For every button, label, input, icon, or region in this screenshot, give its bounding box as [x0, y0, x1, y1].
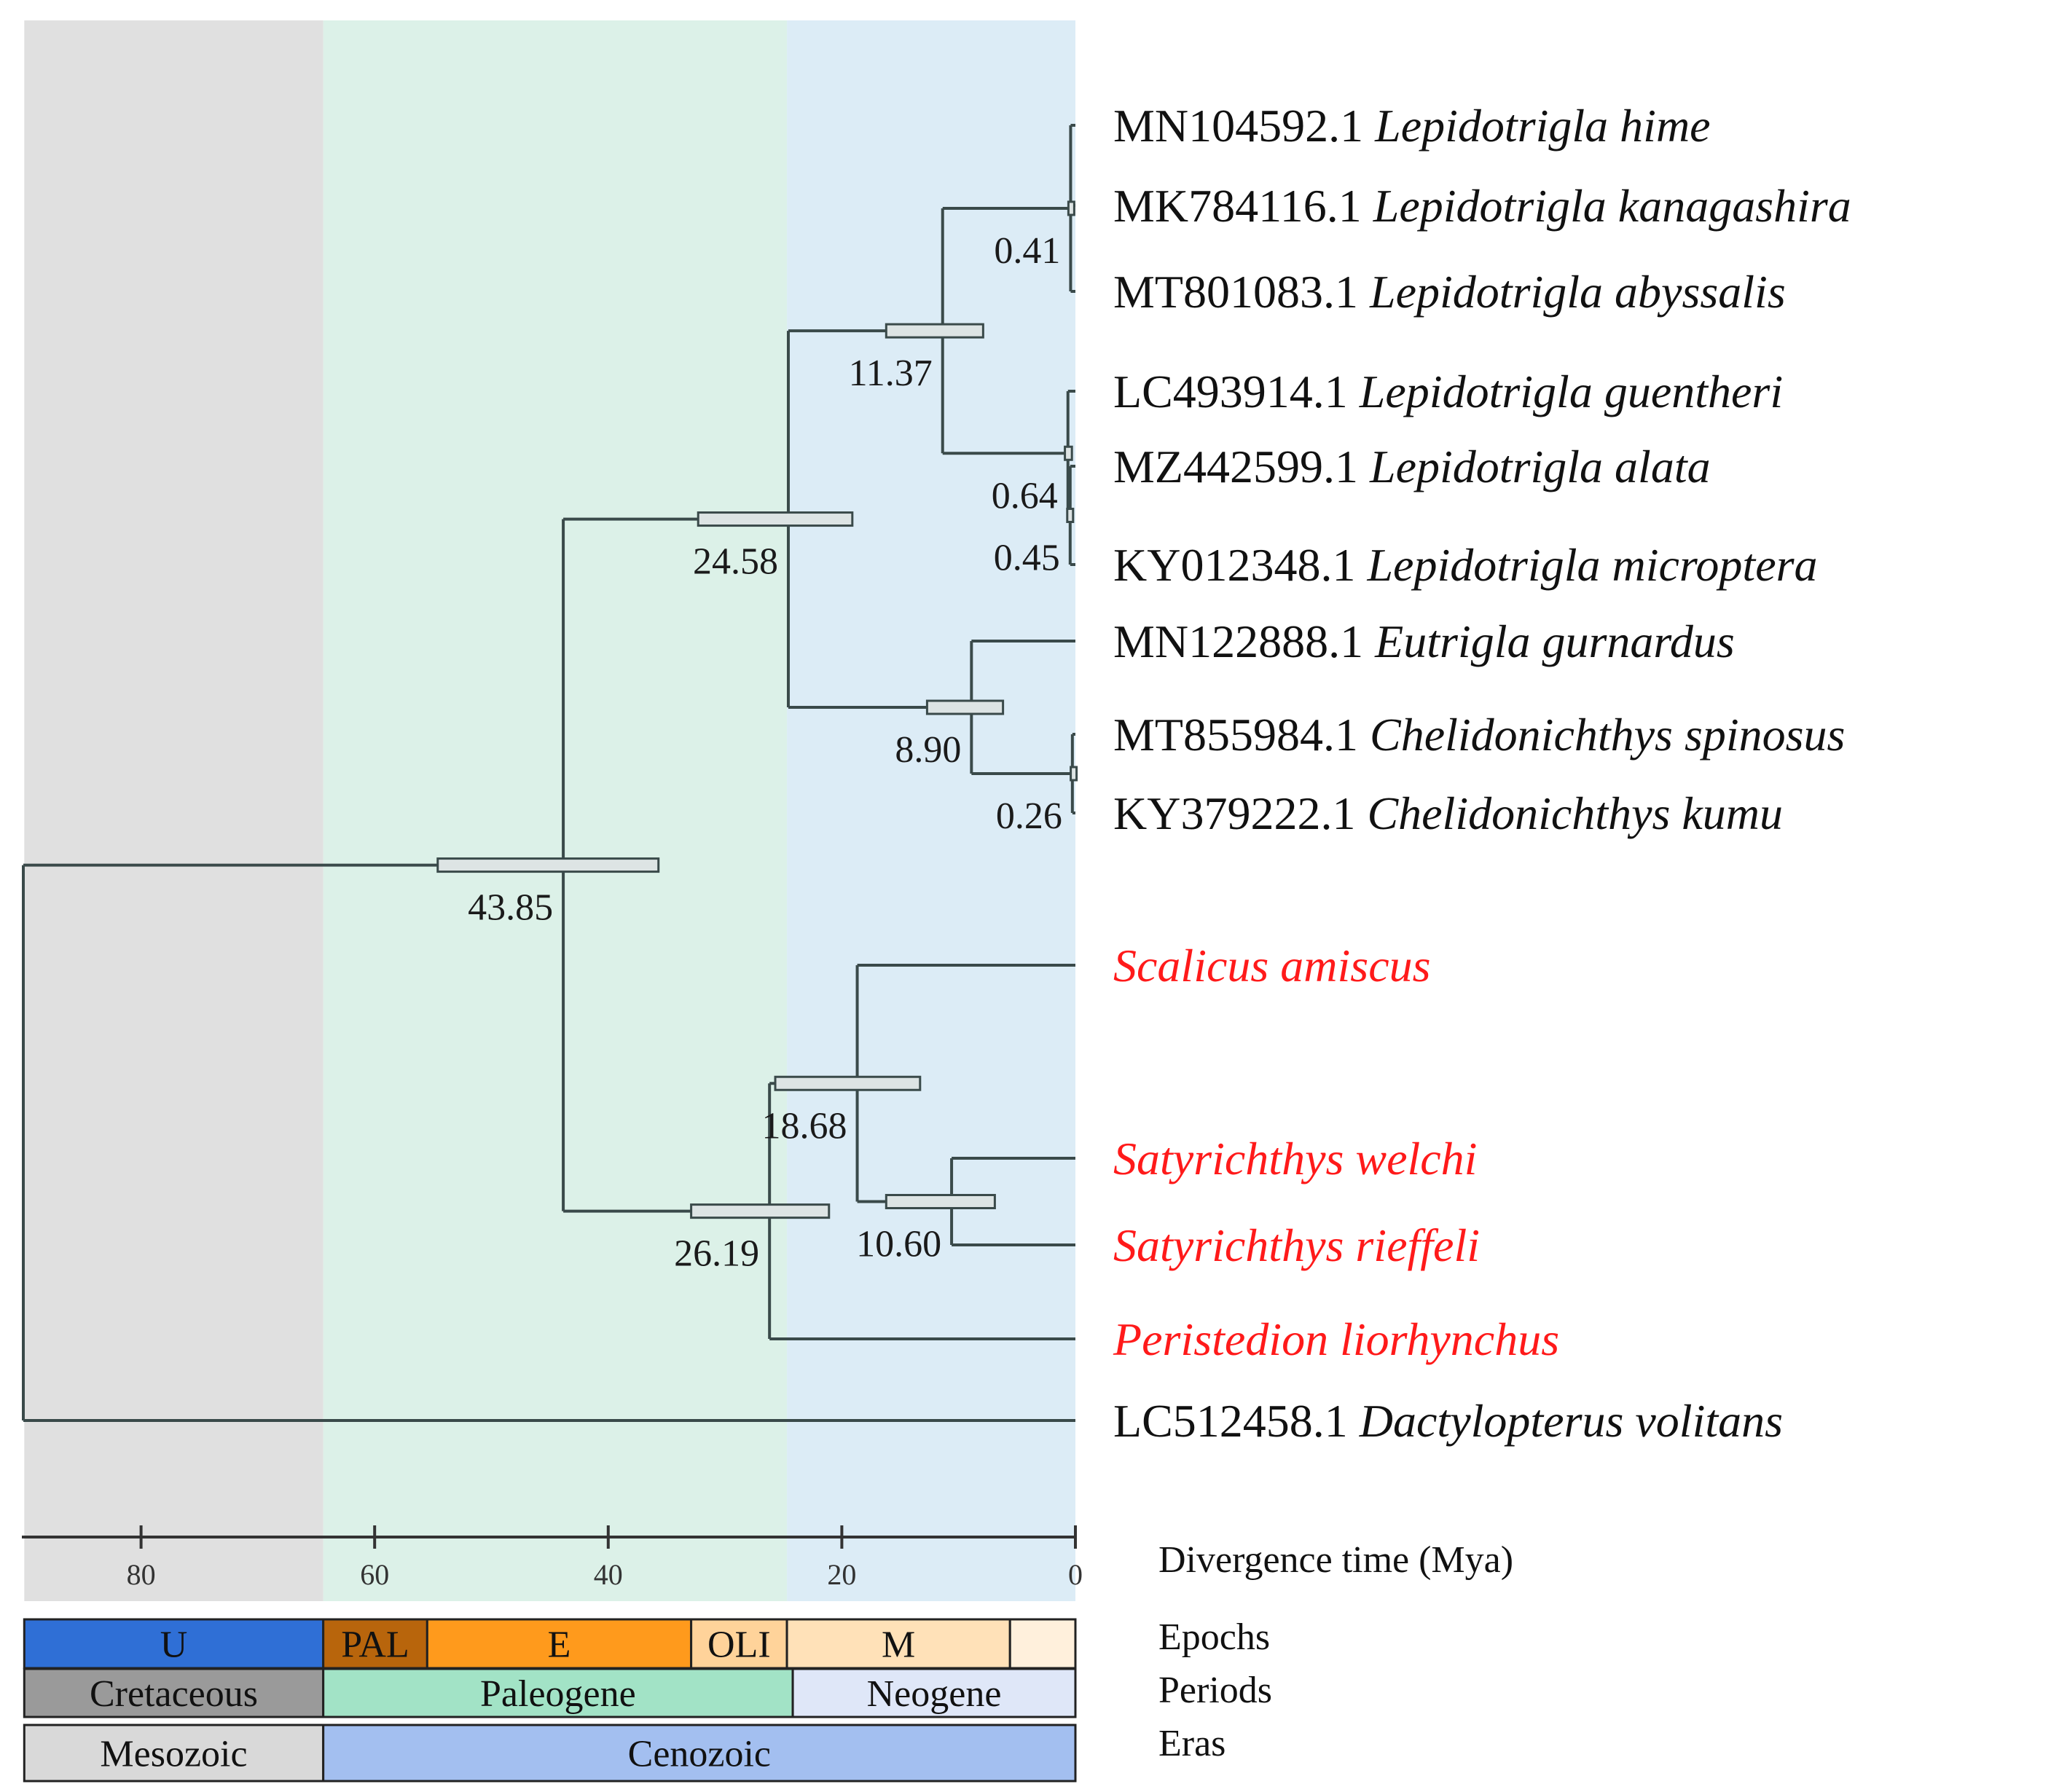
epochs-row-label: Epochs [1158, 1616, 1270, 1658]
tip-label-t8: MT855984.1 Chelidonichthys spinosus [1113, 709, 1845, 761]
tip-species-name: Lepidotrigla alata [1369, 441, 1711, 492]
axis-tick-label: 60 [360, 1558, 389, 1591]
axis-tick-label: 20 [827, 1558, 856, 1591]
axis-title: Divergence time (Mya) [1158, 1539, 1513, 1581]
node-age-n3: 0.45 [994, 538, 1060, 579]
zone-cretaceous [24, 20, 323, 1601]
tip-species-name: Lepidotrigla abyssalis [1369, 266, 1786, 318]
tip-species-name: Eutrigla gurnardus [1374, 616, 1735, 667]
periods-row-label: Periods [1158, 1670, 1272, 1711]
tip-label-t5: MZ442599.1 Lepidotrigla alata [1113, 441, 1711, 492]
timescale-row-labels: Divergence time (Mya) Epochs Periods Era… [1158, 1539, 1513, 1764]
tip-label-t4: LC493914.1 Lepidotrigla guentheri [1113, 366, 1783, 417]
node-age-n5: 0.26 [996, 795, 1062, 837]
node-age-n4: 11.37 [849, 353, 933, 394]
periods-band-label: Paleogene [480, 1673, 636, 1715]
tip-label-t11: Satyrichthys welchi [1113, 1133, 1477, 1184]
axis-tick-label: 80 [127, 1558, 156, 1591]
tip-species-name: Peristedion liorhynchus [1113, 1313, 1559, 1365]
epochs-band-label: E [548, 1624, 571, 1666]
epochs-band-label: U [160, 1624, 188, 1666]
periods-band [791, 1667, 1077, 1718]
tip-label-t13: Peristedion liorhynchus [1113, 1313, 1559, 1365]
axis-tick-label: 40 [594, 1558, 623, 1591]
epochs-band-label: M [882, 1624, 915, 1666]
tip-species-name: Dactylopterus volitans [1359, 1395, 1783, 1447]
tip-species-name: Lepidotrigla guentheri [1359, 366, 1783, 417]
tip-species-name: Lepidotrigla microptera [1366, 539, 1817, 591]
hpd-bar-n1 [1067, 200, 1075, 216]
hpd-bar-n4 [885, 323, 984, 339]
tip-accession: KY379222.1 [1113, 787, 1367, 839]
node-age-n7: 24.58 [693, 541, 778, 583]
tip-accession: MN122888.1 [1113, 616, 1375, 667]
periods-band [322, 1667, 794, 1718]
epochs-band-label: OLI [707, 1624, 771, 1666]
epochs-band [23, 1618, 325, 1670]
tip-species-name: Chelidonichthys kumu [1367, 787, 1783, 839]
tip-label-t2: MK784116.1 Lepidotrigla kanagashira [1113, 180, 1851, 232]
tip-label-t9: KY379222.1 Chelidonichthys kumu [1113, 787, 1783, 839]
tip-accession: MT801083.1 [1113, 266, 1370, 318]
hpd-bar-n9 [774, 1075, 922, 1091]
tip-accession: KY012348.1 [1113, 539, 1367, 591]
tip-accession: MZ442599.1 [1113, 441, 1370, 492]
hpd-bar-n8 [885, 1194, 996, 1209]
hpd-bar-n5 [1070, 766, 1078, 782]
tip-accession: MT855984.1 [1113, 709, 1370, 761]
periods-band-label: Neogene [867, 1673, 1002, 1715]
hpd-bar-n3 [1066, 508, 1075, 523]
tip-species-name: Scalicus amiscus [1113, 940, 1431, 991]
tip-accession: MN104592.1 [1113, 100, 1375, 152]
periods-band [23, 1667, 325, 1718]
epochs-band-label: PAL [341, 1624, 409, 1666]
hpd-bar-n11 [436, 857, 660, 873]
tip-species-name: Lepidotrigla hime [1374, 100, 1710, 152]
tip-label-t10: Scalicus amiscus [1113, 940, 1431, 991]
node-age-n6: 8.90 [895, 729, 961, 771]
eras-band [322, 1724, 1077, 1783]
hpd-bar-n6 [925, 699, 1005, 715]
tip-species-name: Chelidonichthys spinosus [1370, 709, 1845, 761]
hpd-bar-n10 [690, 1203, 831, 1219]
tip-accession: LC512458.1 [1113, 1395, 1360, 1447]
tip-label-t3: MT801083.1 Lepidotrigla abyssalis [1113, 266, 1786, 318]
geologic-timescale: U PAL E OLI M Cretaceous Paleogene NeogeneMesoz… [23, 1618, 1077, 1783]
hpd-bar-n2 [1064, 445, 1073, 461]
axis-tick-label: 0 [1068, 1558, 1083, 1591]
tip-label-t14: LC512458.1 Dactylopterus volitans [1113, 1395, 1783, 1447]
node-age-n11: 43.85 [468, 887, 553, 929]
tip-species-name: Satyrichthys rieffeli [1113, 1219, 1480, 1271]
node-age-n8: 10.60 [856, 1224, 941, 1265]
eras-band-label: Cenozoic [628, 1734, 771, 1775]
tip-species-name: Lepidotrigla kanagashira [1373, 180, 1851, 232]
node-age-n9: 18.68 [762, 1105, 847, 1147]
tip-label-t6: KY012348.1 Lepidotrigla microptera [1113, 539, 1818, 591]
era-background-zones [24, 20, 1075, 1601]
hpd-bars [436, 200, 1078, 1219]
tip-accession: LC493914.1 [1113, 366, 1360, 417]
tip-accession: MK784116.1 [1113, 180, 1373, 232]
zone-paleogene [323, 20, 788, 1601]
tip-label-t7: MN122888.1 Eutrigla gurnardus [1113, 616, 1735, 667]
tip-label-t1: MN104592.1 Lepidotrigla hime [1113, 100, 1711, 152]
node-age-n2: 0.64 [992, 475, 1058, 516]
periods-band-label: Cretaceous [90, 1673, 258, 1715]
time-axis: 80 60 40 20 0 [22, 1525, 1083, 1591]
eras-band-label: Mesozoic [100, 1734, 247, 1775]
node-age-n1: 0.41 [994, 230, 1060, 272]
epochs-band [322, 1618, 428, 1670]
epochs-band [1008, 1618, 1077, 1670]
tip-label-t12: Satyrichthys rieffeli [1113, 1219, 1480, 1271]
node-age-labels: 0.41 0.45 0.64 11.37 0.26 8.90 24.58 10.60 18.68… [468, 230, 1062, 1275]
node-age-n10: 26.19 [674, 1233, 759, 1275]
eras-row-label: Eras [1158, 1723, 1225, 1764]
hpd-bar-n7 [697, 511, 854, 527]
tip-species-name: Satyrichthys welchi [1113, 1133, 1477, 1184]
